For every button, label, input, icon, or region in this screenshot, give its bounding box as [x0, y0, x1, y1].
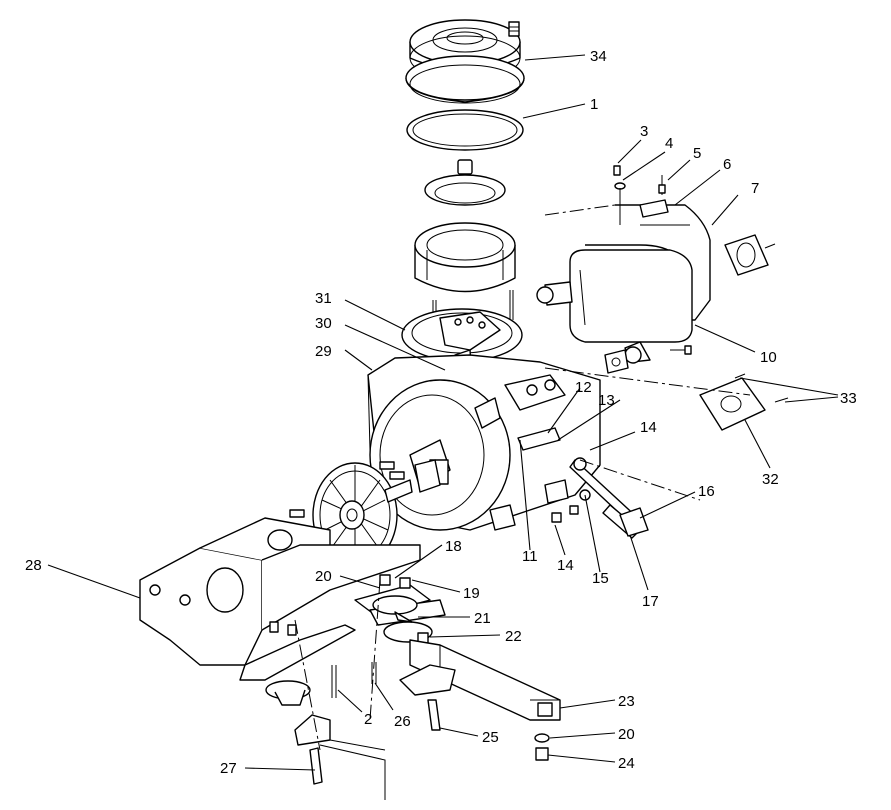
crankshaft-hardware [289, 459, 441, 518]
spark-arrester-plate [699, 373, 789, 431]
callout-25: 25 [482, 729, 499, 746]
callout-7: 7 [751, 180, 759, 197]
callout-28: 28 [25, 557, 42, 574]
callout-18: 18 [445, 538, 462, 555]
callout-14-upper: 14 [640, 419, 657, 436]
callout-20-upper: 20 [315, 568, 332, 585]
callout-31: 31 [315, 290, 332, 307]
air-cleaner-cover [405, 19, 525, 104]
center-line-muffler [544, 204, 616, 216]
air-filter-element [414, 222, 516, 293]
callout-20-lower: 20 [618, 726, 635, 743]
callout-6: 6 [723, 156, 731, 173]
callout-12: 12 [575, 379, 592, 396]
engine-block [367, 354, 601, 531]
callout-10: 10 [760, 349, 777, 366]
callout-22: 22 [505, 628, 522, 645]
callout-26: 26 [394, 713, 411, 730]
center-line-mount [294, 619, 321, 751]
callout-14-lower: 14 [557, 557, 574, 574]
callout-27: 27 [220, 760, 237, 777]
callout-17: 17 [642, 593, 659, 610]
air-cleaner-gasket [406, 109, 524, 151]
callout-23: 23 [618, 693, 635, 710]
muffler-heat-shield [585, 199, 711, 321]
vibration-mounts [265, 574, 433, 706]
callout-33: 33 [840, 390, 857, 407]
center-line-frame [369, 579, 381, 721]
callout-labels: 34 1 3 4 5 6 7 31 30 29 10 12 13 33 14 3… [25, 48, 857, 777]
callout-19: 19 [463, 585, 480, 602]
callout-16: 16 [698, 483, 715, 500]
callout-21: 21 [474, 610, 491, 627]
support-channel [399, 639, 561, 721]
muffler [536, 249, 693, 374]
governor-linkage [517, 427, 649, 539]
callout-11: 11 [522, 548, 538, 565]
callout-5: 5 [693, 145, 701, 162]
callout-1: 1 [590, 96, 598, 113]
center-line-engine [544, 367, 751, 396]
callout-2: 2 [364, 711, 372, 728]
flywheel-screen [312, 462, 398, 568]
lower-bracket [294, 714, 386, 800]
callout-30: 30 [315, 315, 332, 332]
callout-15: 15 [592, 570, 609, 587]
callout-4: 4 [665, 135, 673, 152]
callout-34: 34 [590, 48, 607, 65]
engine-mount-frame [139, 517, 446, 681]
callout-24: 24 [618, 755, 635, 772]
bolts [309, 662, 550, 785]
leader-lines [47, 54, 839, 771]
small-hardware-top [613, 165, 692, 355]
callout-29: 29 [315, 343, 332, 360]
callout-32: 32 [762, 471, 779, 488]
muffler-flange [724, 234, 776, 276]
callout-13: 13 [598, 392, 615, 409]
element-cover [424, 159, 506, 206]
center-line-linkage [579, 459, 701, 501]
callout-3: 3 [640, 123, 648, 140]
